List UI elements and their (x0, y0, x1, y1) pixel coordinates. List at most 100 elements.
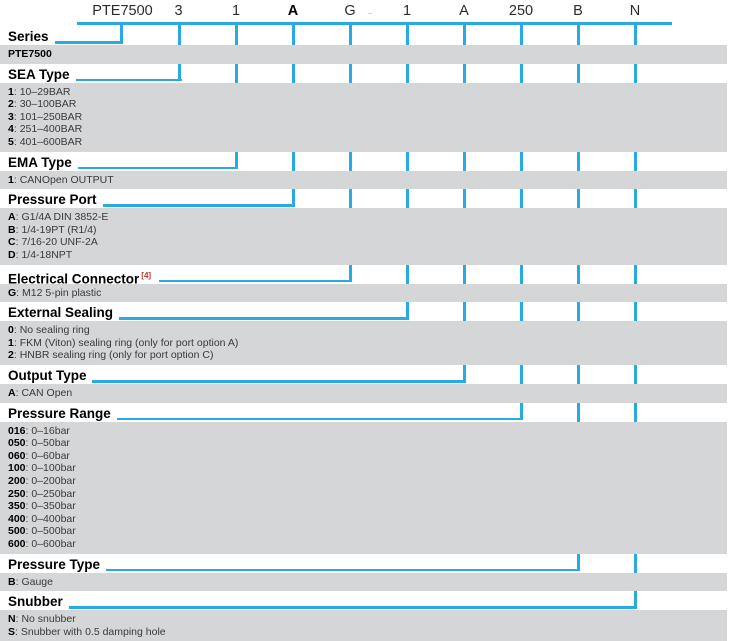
section-title: Electrical Connector (8, 271, 140, 287)
section-title: Pressure Type (8, 556, 101, 572)
option-key: 060 (8, 449, 26, 462)
option-key: A (8, 211, 16, 224)
code-underline-6 (370, 22, 444, 25)
part-code-segment-3: 1 (231, 3, 241, 19)
option-row[interactable]: A: CAN Open (8, 387, 73, 399)
option-row[interactable]: 2: HNBR sealing ring (only for port opti… (8, 349, 214, 362)
option-row[interactable]: 0: No sealing ring (8, 324, 90, 337)
option-description: 0–600bar (31, 537, 76, 550)
option-row[interactable]: B: Gauge (8, 575, 53, 588)
leader-line-horizontal-10 (68, 606, 638, 609)
option-row[interactable]: G: M12 5-pin plastic (8, 286, 102, 299)
part-code-segment-2: 3 (174, 3, 183, 19)
option-key: B (8, 575, 16, 588)
option-row[interactable]: 200: 0–200bar (8, 474, 76, 487)
leader-line-horizontal-7 (92, 380, 467, 383)
option-key: 100 (8, 462, 26, 475)
code-underline-5 (313, 22, 387, 25)
option-row[interactable]: 250: 0–250bar (8, 487, 76, 500)
option-row[interactable]: 1: 10–29BAR (8, 85, 71, 98)
leader-line-horizontal-9 (106, 568, 581, 572)
part-code-segment-6: 1 (402, 3, 412, 19)
section-heading-pressure-port: Pressure Port (0, 191, 97, 208)
section-heading-output-type: Output Type (0, 367, 87, 384)
code-underline-4 (256, 22, 330, 25)
option-row[interactable]: 4: 251–400BAR (8, 123, 83, 136)
option-description: 10–29BAR (19, 85, 71, 98)
option-description: No sealing ring (19, 324, 90, 337)
code-underline-7 (427, 22, 501, 25)
section-title: Series (8, 29, 49, 44)
option-row[interactable]: 2: 30–100BAR (8, 98, 77, 111)
option-row[interactable]: S: Snubber with 0.5 damping hole (8, 625, 166, 638)
option-row[interactable]: 5: 401–600BAR (8, 135, 83, 148)
option-key: 3 (8, 110, 14, 123)
section-title: SEA Type (8, 66, 70, 82)
section-options-ema-type: 1: CANOpen OUTPUT (0, 170, 727, 190)
section-title: Output Type (8, 368, 87, 383)
footnote-marker: [4] (141, 270, 152, 280)
option-row[interactable]: A: G1/4A DIN 3852-E (8, 211, 109, 224)
leader-line-horizontal-4 (102, 204, 296, 207)
leader-line-vertical-7 (463, 24, 466, 383)
option-row[interactable]: C: 7/16-20 UNF-2A (8, 236, 98, 249)
section-options-output-type: A: CAN Open (0, 384, 727, 403)
option-row[interactable]: 050: 0–50bar (8, 437, 70, 450)
option-row[interactable]: 100: 0–100bar (8, 462, 76, 475)
option-description: No snubber (21, 613, 76, 626)
option-key: 2 (8, 349, 14, 362)
leader-line-vertical-5 (349, 24, 352, 283)
option-row[interactable]: B: 1/4-19PT (R1/4) (8, 223, 97, 236)
option-row[interactable]: 060: 0–60bar (8, 449, 70, 462)
option-row[interactable]: N: No snubber (8, 613, 76, 626)
option-description: CANOpen OUTPUT (19, 173, 114, 186)
leader-line-horizontal-2 (76, 78, 182, 82)
option-description: 0–100bar (31, 462, 76, 475)
option-description: Snubber with 0.5 damping hole (20, 625, 166, 638)
option-description: 0–200bar (31, 474, 76, 487)
part-code-segment-10: N (629, 3, 641, 19)
option-row[interactable]: 016: 0–16bar (8, 424, 70, 437)
part-code-segment-8: 250 (508, 3, 534, 19)
option-description: 0–400bar (31, 512, 76, 525)
option-key: 1 (8, 336, 14, 349)
option-description: 1/4-19PT (R1/4) (21, 223, 97, 236)
option-row[interactable]: 3: 101–250BAR (8, 110, 83, 123)
option-row[interactable]: 400: 0–400bar (8, 512, 76, 525)
option-description: Gauge (21, 575, 53, 588)
option-key: 200 (8, 474, 26, 487)
option-description: 0–60bar (31, 449, 70, 462)
section-title: Pressure Range (8, 405, 111, 421)
option-row[interactable]: 350: 0–350bar (8, 500, 76, 513)
option-row[interactable]: 600: 0–600bar (8, 537, 76, 550)
section-options-series: PTE7500 (0, 45, 727, 64)
section-heading-pressure-range: Pressure Range (0, 405, 111, 422)
option-row[interactable]: 1: FKM (Viton) sealing ring (only for po… (8, 336, 239, 349)
part-code-segment-9: B (573, 3, 583, 19)
option-key: 2 (8, 98, 14, 111)
leader-line-horizontal-8 (116, 417, 524, 421)
option-key: PTE7500 (8, 48, 52, 60)
option-description: 1/4-18NPT (21, 248, 73, 261)
part-code-segment-7: A (459, 3, 469, 19)
option-row[interactable]: 500: 0–500bar (8, 525, 76, 538)
option-row[interactable]: PTE7500 (8, 48, 727, 61)
leader-line-vertical-10 (634, 24, 637, 609)
option-description: 7/16-20 UNF-2A (21, 236, 98, 249)
option-description: 0–500bar (31, 525, 76, 538)
section-title: EMA Type (8, 154, 72, 170)
option-key: 350 (8, 500, 26, 513)
code-underline-3 (199, 22, 273, 25)
leader-line-horizontal-6 (119, 317, 410, 320)
section-heading-external-sealing: External Sealing (0, 304, 113, 321)
code-underline-1 (77, 22, 168, 25)
option-row[interactable]: D: 1/4-18NPT (8, 248, 73, 261)
option-key: 1 (8, 85, 14, 98)
option-row[interactable]: 1: CANOpen OUTPUT (8, 173, 114, 186)
option-key: C (8, 236, 16, 249)
option-key: S (8, 625, 16, 638)
